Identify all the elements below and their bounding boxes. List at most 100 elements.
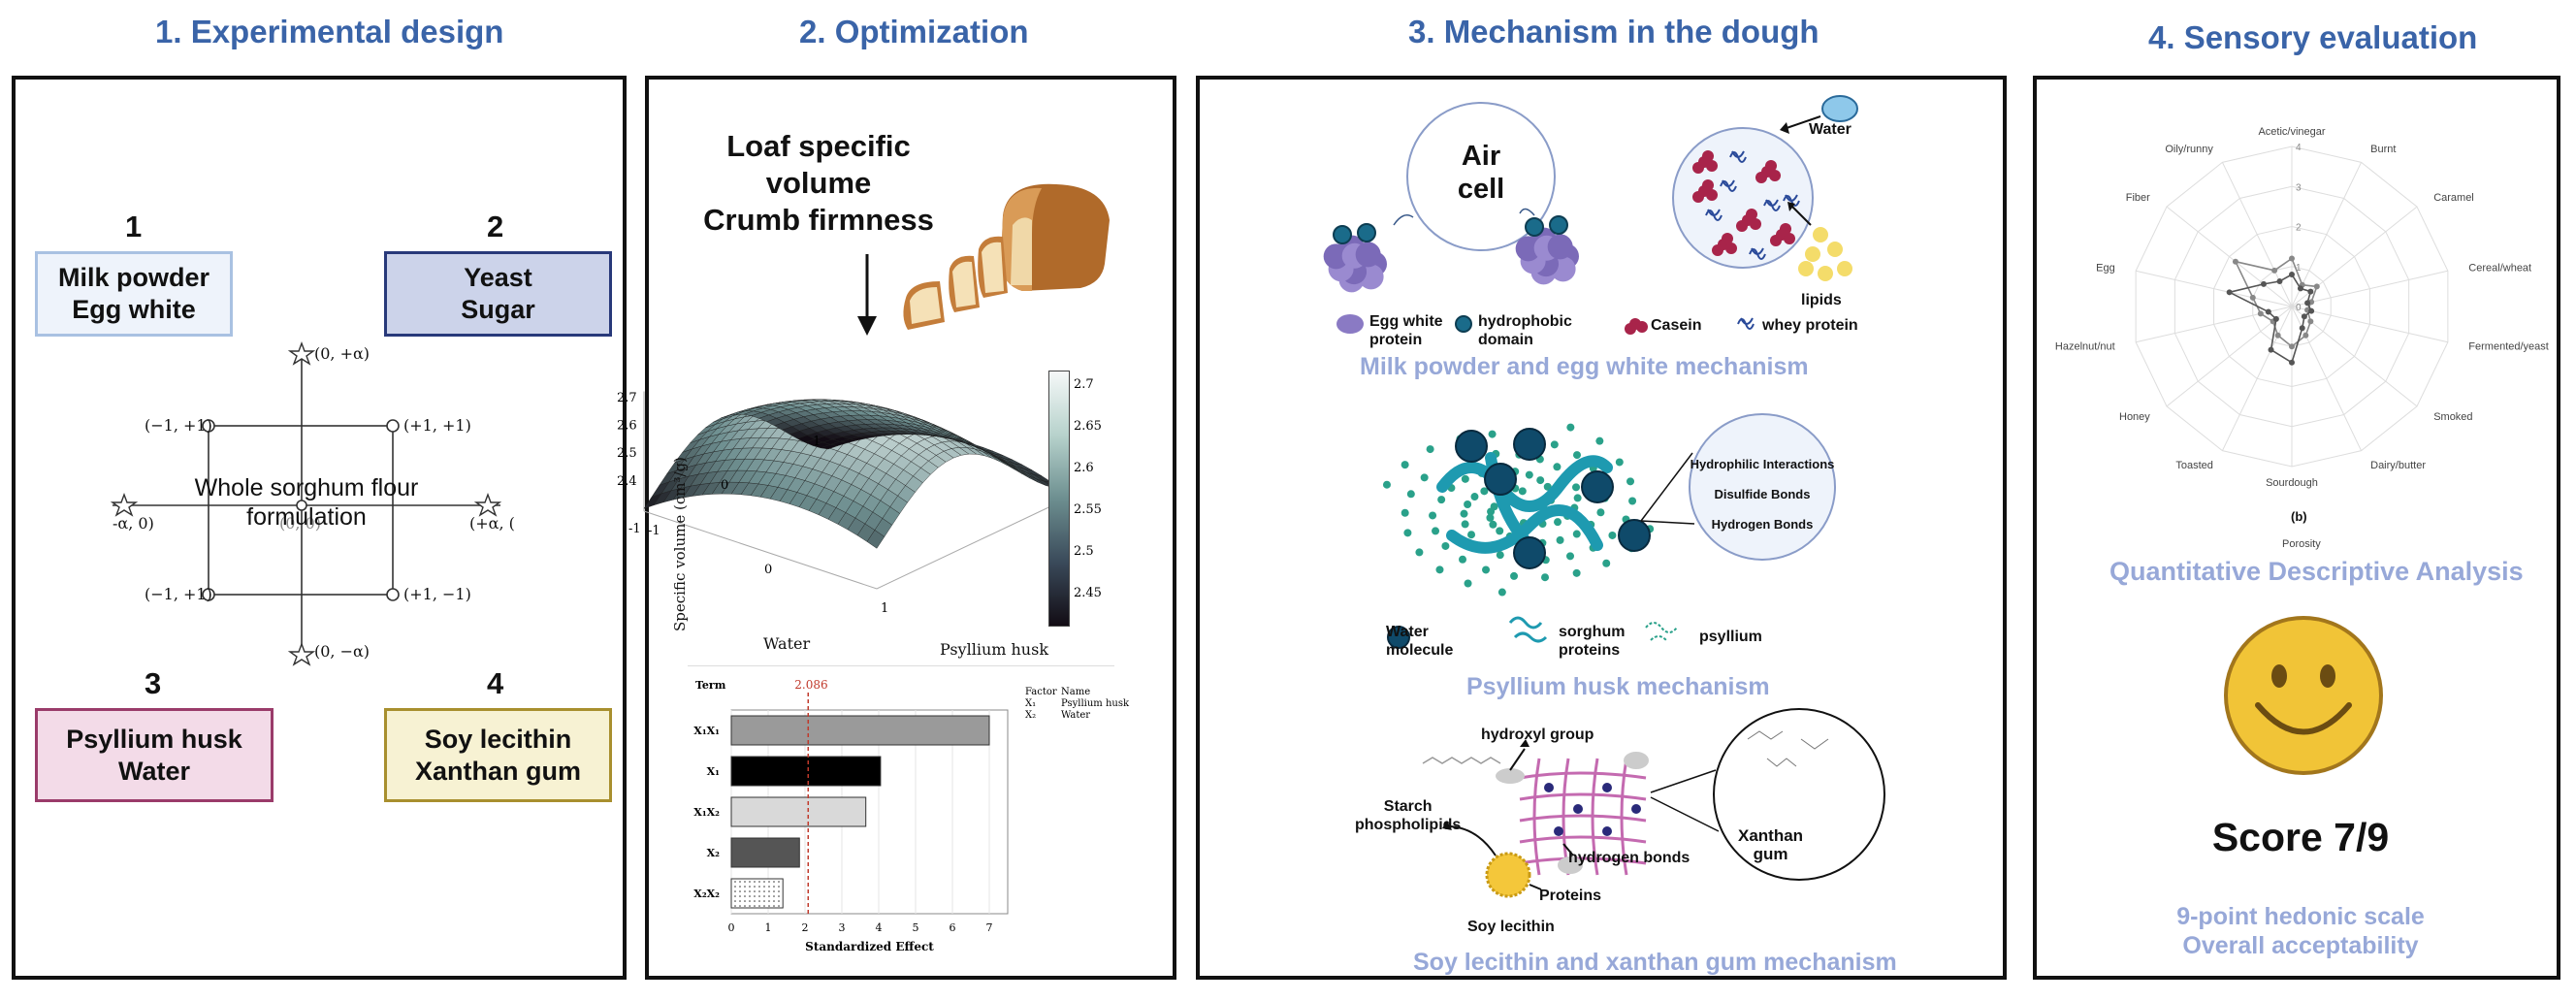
whey-protein-icon [1749, 247, 1766, 260]
psyllium-dot [1628, 497, 1637, 505]
legend-line: domain [1478, 332, 1533, 348]
psyllium-dot [1572, 530, 1581, 538]
z-tick-label: 2.6 [617, 419, 637, 434]
hedonic-caption: 9-point hedonic scale Overall acceptabil… [2037, 902, 2564, 960]
psyllium-dot [1573, 494, 1582, 502]
pattern-dot [754, 881, 756, 883]
panel-title-sensory: 4. Sensory evaluation [2148, 19, 2478, 55]
lipid-droplet [1837, 261, 1852, 276]
radar-point [2289, 343, 2295, 350]
group-box-1: Milk powder Egg white [35, 251, 233, 337]
caption-psyllium: Psyllium husk mechanism [1466, 673, 1770, 700]
axial-star [287, 642, 316, 666]
air-cell-label: Air cell [1408, 140, 1554, 206]
x-tick-label: 4 [876, 921, 883, 934]
pattern-dot [744, 886, 746, 888]
protein-bead [1547, 234, 1573, 260]
pattern-dot [758, 881, 760, 883]
x-tick-label: 3 [839, 921, 846, 934]
crosslink-node [1544, 783, 1554, 792]
xanthan-strand [1519, 835, 1647, 844]
surface-ylabel: Psyllium husk [940, 640, 1049, 659]
zoom-line [1650, 769, 1717, 793]
psyllium-dot [1595, 436, 1604, 445]
center-formulation-text: Whole sorghum flour formulation [161, 473, 452, 532]
hydrophobic-domain [1333, 225, 1352, 244]
starch-line: phospholipids [1355, 817, 1462, 833]
group-line: Soy lecithin [424, 724, 572, 754]
group-box-4: Soy lecithin Xanthan gum [384, 708, 612, 802]
pattern-dot [739, 905, 741, 907]
casein-bead [1706, 160, 1718, 172]
arrow-head [1780, 122, 1789, 134]
radar-point [2226, 289, 2233, 296]
arrow-line [1529, 884, 1542, 890]
water-molecule [1581, 470, 1614, 503]
psyllium-dot [1470, 493, 1479, 501]
pattern-dot [763, 895, 765, 897]
y-tick-label: -1 [648, 524, 660, 538]
water-legend-icon [1387, 626, 1410, 649]
casein-bead [1692, 191, 1704, 203]
pattern-dot [739, 881, 741, 883]
pattern-dot [749, 905, 751, 907]
bond-label: Hydrogen Bonds [1711, 517, 1814, 532]
bonds-zoom-circle [1689, 413, 1836, 561]
psyllium-dot [1406, 490, 1415, 499]
pattern-dot [773, 881, 775, 883]
casein-bead [1736, 220, 1748, 232]
x-tick-label: 7 [986, 921, 993, 934]
caption-milk-egg: Milk powder and egg white mechanism [1360, 353, 1809, 380]
x-tick-label: 0 [721, 478, 728, 493]
axial-star [473, 493, 502, 517]
group-line: Yeast [464, 263, 532, 292]
colorbar-tick-label: 2.7 [1074, 377, 1094, 392]
pattern-dot [758, 886, 760, 888]
casein-bead [1625, 323, 1636, 335]
pattern-dot [758, 890, 760, 892]
casein-icon [1755, 160, 1781, 183]
psyllium-dot [1550, 440, 1559, 449]
radar-axis-label: Caramel [2433, 192, 2474, 204]
point-label: (+1, +1) [403, 416, 471, 435]
pareto-term-label: X₁ [707, 765, 721, 778]
arrow-line [1786, 115, 1821, 129]
casein-bead [1725, 242, 1737, 254]
pareto-bar [730, 796, 867, 827]
zoom-line [1640, 520, 1695, 525]
psyllium-dot [1510, 571, 1519, 580]
legend-line: whey protein [1762, 317, 1858, 334]
radar-spoke [2291, 306, 2448, 343]
protein-bead [1355, 242, 1381, 268]
radar-tick-label: 0 [2296, 303, 2302, 313]
xanthan-structure [1747, 730, 1829, 767]
xanthan-strand [1519, 771, 1647, 780]
pattern-dot [763, 890, 765, 892]
xanthan-strand [1591, 758, 1599, 876]
arrow-curve [1393, 214, 1414, 226]
pattern-dot [734, 886, 736, 888]
radar-point [2289, 272, 2295, 277]
xanthan-strand [1519, 792, 1647, 801]
pattern-dot [778, 895, 780, 897]
pattern-dot [758, 900, 760, 902]
psyllium-dot [1496, 551, 1504, 560]
pattern-dot [749, 881, 751, 883]
radar-point [2299, 325, 2305, 332]
casein-bead [1755, 172, 1767, 183]
pareto-term-label: X₁X₂ [693, 806, 720, 819]
pattern-dot [778, 890, 780, 892]
z-tick-label: 2.4 [617, 474, 637, 489]
heading-line: Loaf specific volume [726, 129, 911, 200]
xanthan-strand [1532, 758, 1541, 876]
pattern-dot [749, 890, 751, 892]
group-line: Egg white [72, 295, 196, 324]
hydroxyl-label: hydroxyl group [1481, 727, 1594, 743]
axial-star [110, 493, 139, 517]
whey-protein-icon [1720, 179, 1737, 192]
radar-point [2302, 332, 2309, 339]
xanthan-line: gum [1753, 845, 1788, 863]
lipid-droplet [1805, 246, 1820, 262]
